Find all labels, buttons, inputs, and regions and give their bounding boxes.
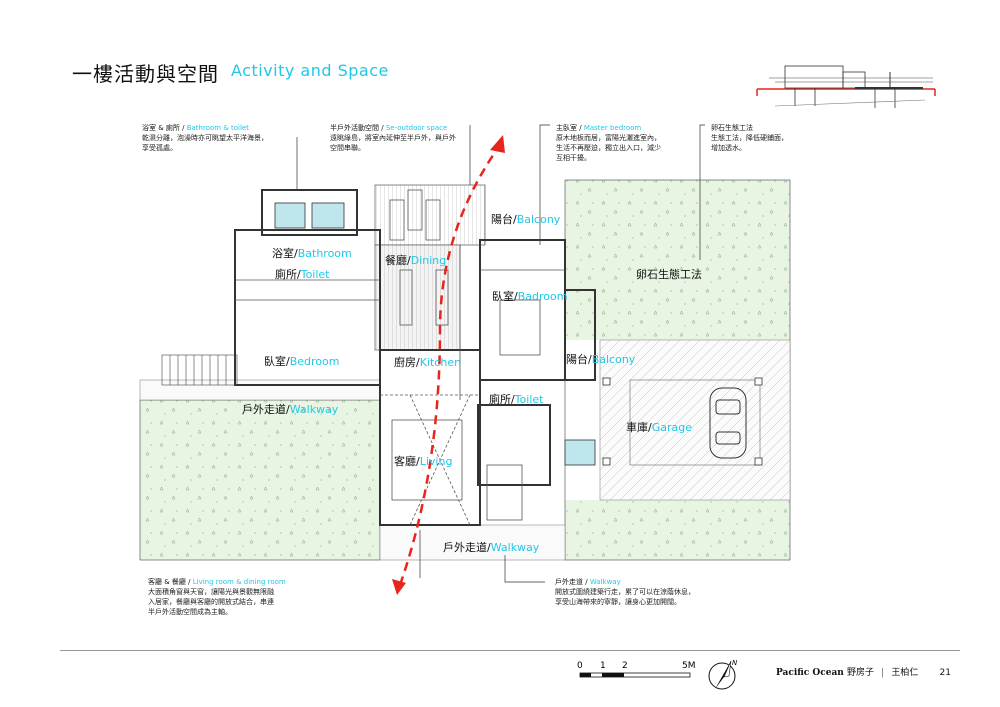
scale-tick-0: 0	[577, 661, 583, 671]
section-thumbnail	[756, 65, 936, 108]
note-bathroom: 浴室 & 廁所 / Bathroom & toilet 乾濕分離，泡澡時亦可眺望…	[142, 124, 268, 152]
room-kitchen: 廚房/Kitchen	[394, 356, 462, 369]
room-walkway-left: 戶外走道/Walkway	[242, 403, 339, 416]
note-semi-outdoor: 半戶外活動空間 / Se-outdoor space 遠眺綠島，將室內延伸至半戶…	[330, 124, 456, 152]
room-living: 客廳/Living	[394, 455, 453, 468]
room-walkway-bottom: 戶外走道/Walkway	[443, 541, 540, 554]
room-dining: 餐廳/Dining	[385, 254, 447, 267]
note-pebble-eco: 卵石生態工法 生態工法，降低硬鋪面， 增加透水。	[711, 124, 788, 152]
room-toilet-center: 廁所/Toilet	[489, 393, 544, 406]
room-toilet-left: 廁所/Toilet	[275, 268, 330, 281]
room-balcony-top: 陽台/Balcony	[491, 213, 561, 226]
scale-tick-2: 2	[622, 661, 628, 671]
room-pebble-eco: 卵石生態工法	[636, 268, 702, 281]
room-garage: 車庫/Garage	[626, 421, 692, 434]
room-bathroom: 浴室/Bathroom	[272, 247, 352, 260]
activity-flow-arrow	[392, 135, 505, 595]
scale-bar: 0 1 2 5M	[577, 661, 696, 678]
page-number: 21	[939, 668, 951, 678]
north-label: N	[732, 659, 738, 667]
grass-areas	[139, 179, 791, 561]
note-living-dining: 客廳 & 餐廳 / Living room & dining room 大面積角…	[148, 578, 286, 616]
car-icon	[709, 387, 747, 459]
room-balcony-right: 陽台/Balcony	[566, 353, 636, 366]
page-subtitle: Activity and Space	[231, 61, 389, 80]
north-arrow-icon: N	[708, 659, 738, 690]
footer-credit: Pacific Ocean 野房子 | 王柏仁 21	[776, 668, 951, 678]
footer-divider	[60, 650, 960, 651]
page-title: 一樓活動與空間	[72, 62, 219, 86]
room-bedroom-left: 臥室/Bedroom	[264, 355, 340, 368]
note-walkway: 戶外走道 / Walkway 開放式圍繞建築行走，累了可以在涼蔭休息， 享受山海…	[555, 578, 695, 606]
note-master-bedroom: 主臥室 / Master bedroom 原木地板而居，富陽光灑進室內， 生活不…	[556, 124, 661, 162]
scale-tick-1: 1	[600, 661, 606, 671]
scale-tick-5m: 5M	[682, 661, 696, 671]
room-bedroom-right: 臥室/Badroom	[492, 290, 568, 303]
